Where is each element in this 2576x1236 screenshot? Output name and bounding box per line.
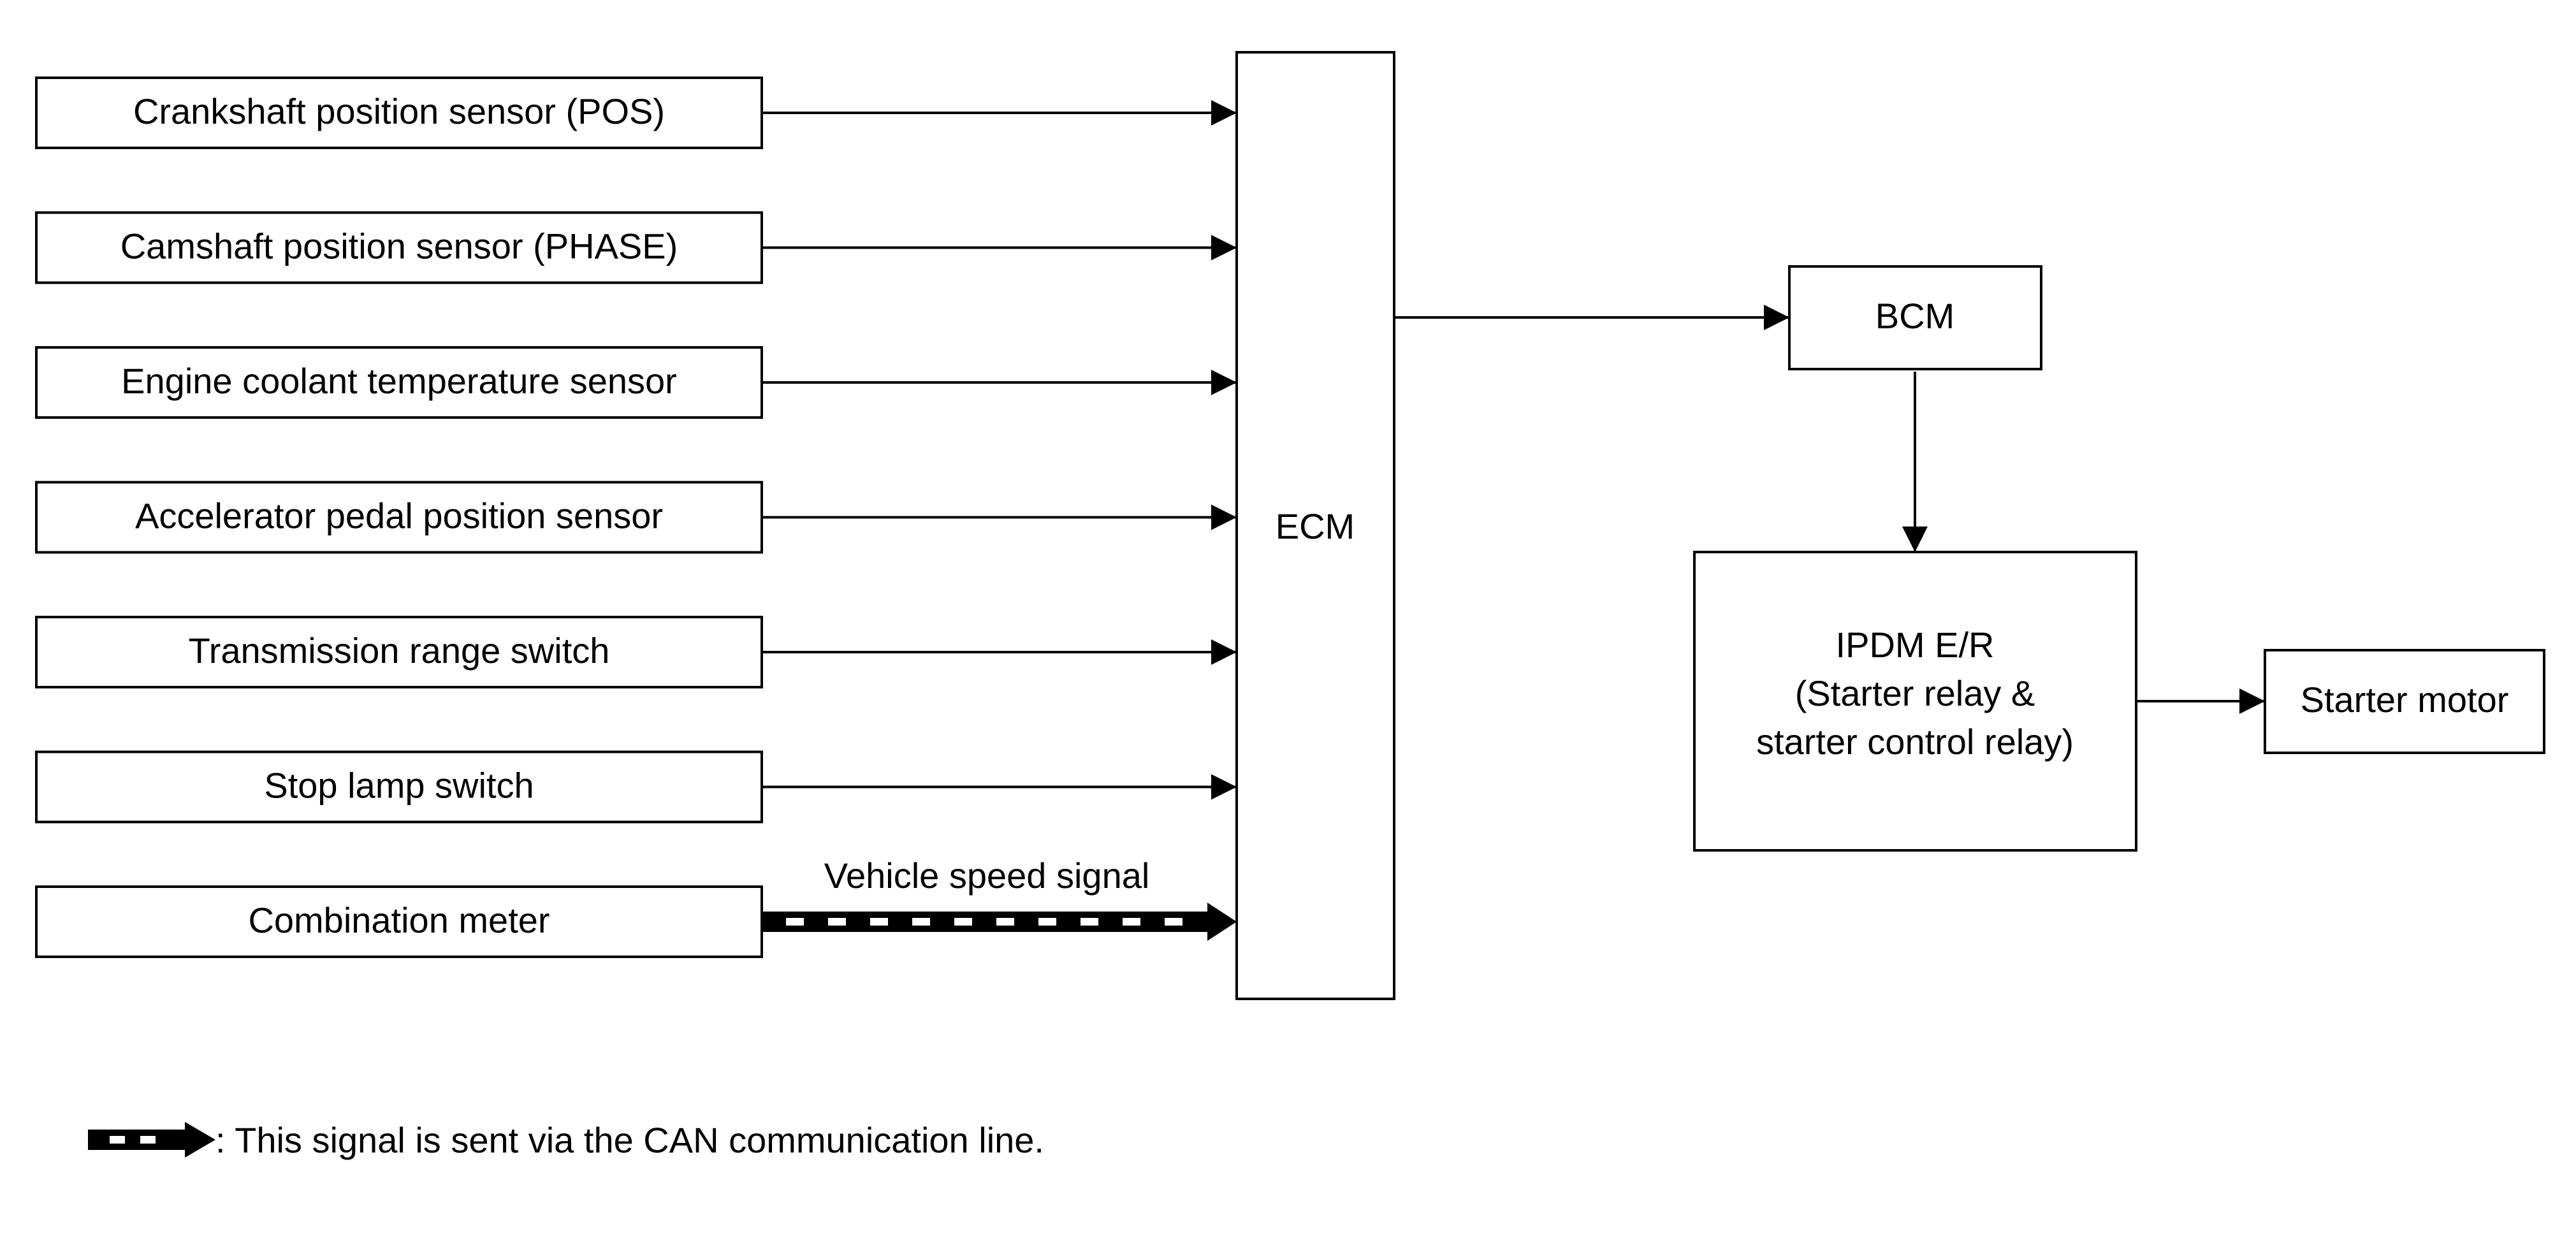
input-device: Transmission range switch xyxy=(35,616,1237,688)
can-signal-dash xyxy=(1038,918,1056,926)
input-device: Combination meter xyxy=(35,885,1237,958)
starter-motor-box xyxy=(2264,649,2545,754)
can-signal-dash xyxy=(1165,918,1182,926)
input-device-label: Combination meter xyxy=(248,900,549,940)
ecm-box xyxy=(1235,51,1395,1000)
input-device-label: Stop lamp switch xyxy=(264,765,534,805)
can-signal-dash xyxy=(828,918,846,926)
input-device: Engine coolant temperature sensor xyxy=(35,346,1237,419)
ipdm-er-title: IPDM E/R xyxy=(1836,625,1995,665)
can-signal-dash xyxy=(1123,918,1140,926)
input-device: Accelerator pedal position sensor xyxy=(35,481,1237,554)
input-device-box xyxy=(35,481,763,554)
ecm-block: ECM xyxy=(1235,51,1395,1000)
can-signal-dash xyxy=(870,918,888,926)
legend: : This signal is sent via the CAN commun… xyxy=(88,1120,1044,1160)
input-device: Stop lamp switch xyxy=(35,750,1237,824)
input-device-box xyxy=(35,346,763,419)
starter-motor-block: Starter motor xyxy=(2264,649,2545,754)
input-device: Crankshaft position sensor (POS) xyxy=(35,76,1237,149)
bcm-label: BCM xyxy=(1875,296,1954,336)
legend-can-arrow-icon xyxy=(88,1122,215,1158)
ecm-label: ECM xyxy=(1276,506,1355,546)
ipdm-er-block: IPDM E/R (Starter relay & starter contro… xyxy=(1693,551,2137,852)
can-signal-dash xyxy=(912,918,930,926)
can-signal-dash xyxy=(786,918,804,926)
ipdm-er-box xyxy=(1693,551,2137,852)
input-device-box xyxy=(35,76,763,149)
input-device-box xyxy=(35,211,763,284)
can-signal-dash xyxy=(996,918,1014,926)
can-signal-dash xyxy=(954,918,972,926)
input-device-box xyxy=(35,885,763,958)
bcm-block: BCM xyxy=(1788,265,2042,370)
input-device-label: Transmission range switch xyxy=(189,630,610,671)
input-devices-group: Crankshaft position sensor (POS) Camshaft… xyxy=(35,76,1237,958)
input-device-label: Engine coolant temperature sensor xyxy=(121,361,677,401)
input-device: Camshaft position sensor (PHASE) xyxy=(35,211,1237,284)
legend-text: : This signal is sent via the CAN commun… xyxy=(215,1120,1044,1160)
input-device-label: Crankshaft position sensor (POS) xyxy=(133,91,665,131)
input-device-label: Accelerator pedal position sensor xyxy=(135,495,663,535)
starter-motor-label: Starter motor xyxy=(2301,680,2509,720)
can-signal-label: Vehicle speed signal xyxy=(824,855,1150,896)
input-device-label: Camshaft position sensor (PHASE) xyxy=(120,226,678,266)
can-arrow-head xyxy=(1207,903,1237,941)
ipdm-er-subtitle-line2: starter control relay) xyxy=(1756,722,2074,762)
can-signal-dash xyxy=(1081,918,1098,926)
ipdm-er-subtitle-line1: (Starter relay & xyxy=(1795,673,2035,713)
bcm-box xyxy=(1788,265,2042,370)
